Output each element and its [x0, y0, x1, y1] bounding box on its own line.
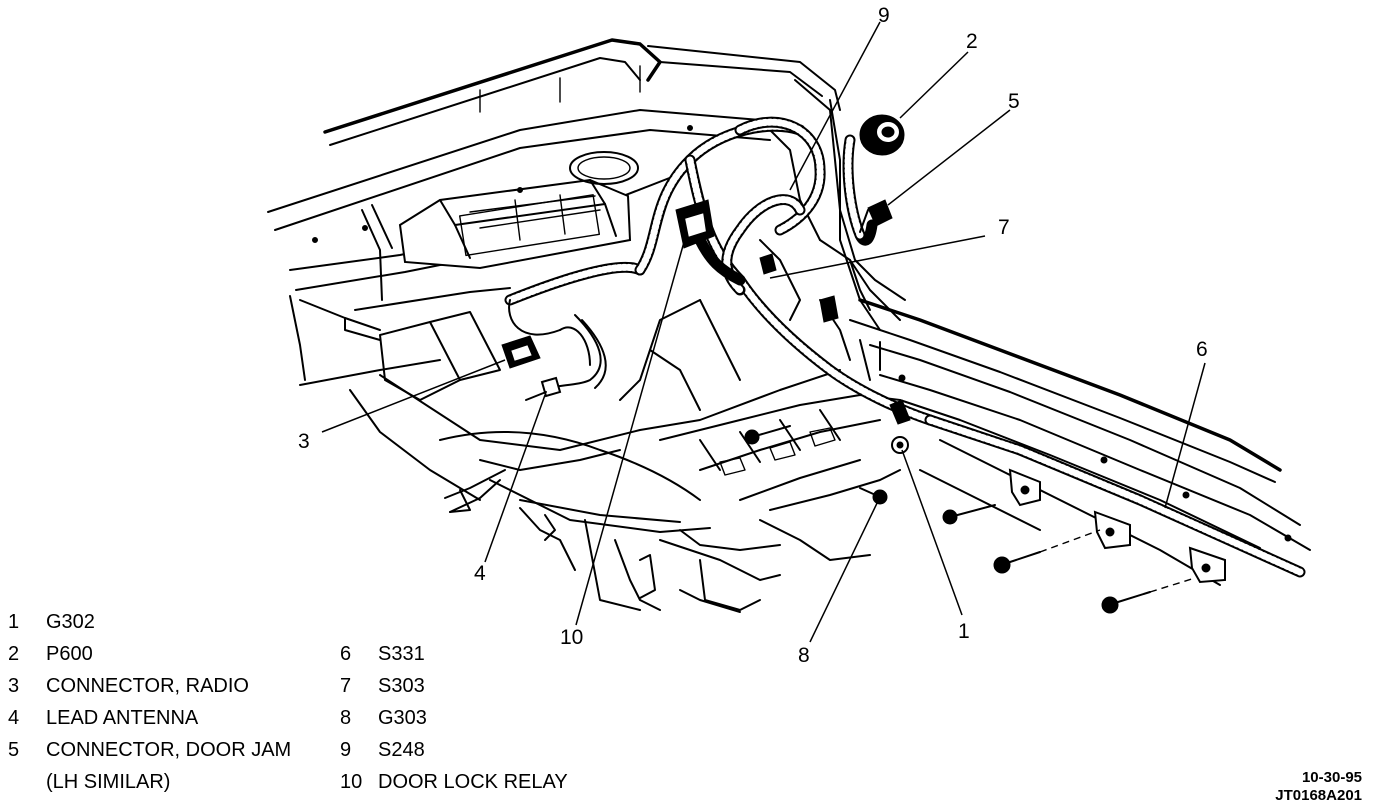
door-jam-connector: [859, 199, 893, 233]
callout-5: 5: [1008, 90, 1020, 113]
leader-lines: [321, 21, 1206, 643]
legend-num: 1: [8, 611, 19, 633]
callout-6: 6: [1196, 338, 1208, 361]
stamp-date: 10-30-95: [1302, 769, 1362, 786]
s303-splice: [759, 253, 777, 275]
legend-num: 3: [8, 675, 19, 697]
drawing-stamp: 10-30-95 JT0168A201: [1275, 769, 1362, 804]
legend-num: 9: [340, 739, 351, 761]
legend-num: 10: [340, 771, 362, 793]
legend-num: 2: [8, 643, 19, 665]
callout-9: 9: [878, 4, 890, 27]
callout-10: 10: [560, 626, 583, 649]
radio-connector: [501, 335, 541, 369]
legend: 1 G302 2 P600 3 CONNECTOR, RADIO 4 LEAD …: [8, 611, 568, 793]
legend-label: (LH SIMILAR): [46, 771, 170, 793]
wire-harness: [504, 116, 1306, 578]
legend-num: 6: [340, 643, 351, 665]
callout-7: 7: [998, 216, 1010, 239]
legend-label: P600: [46, 643, 93, 665]
legend-num: 4: [8, 707, 19, 729]
callout-numbers: 9 2 5 7 6 3 4 10 8 1: [298, 4, 1208, 667]
legend-num: 5: [8, 739, 19, 761]
antenna-lead-end: [525, 376, 562, 401]
callout-3: 3: [298, 430, 310, 453]
stamp-code: JT0168A201: [1275, 787, 1362, 804]
legend-label: S331: [378, 643, 425, 665]
g302-ground: [891, 436, 909, 454]
legend-label: LEAD ANTENNA: [46, 707, 199, 729]
p600-connector: [859, 114, 905, 156]
legend-num: 8: [340, 707, 351, 729]
legend-label: CONNECTOR, DOOR JAM: [46, 739, 291, 761]
legend-num: 7: [340, 675, 351, 697]
callout-1: 1: [958, 620, 970, 643]
legend-label: G302: [46, 611, 95, 633]
vehicle-body-lineart: [267, 38, 1311, 613]
legend-label: S248: [378, 739, 425, 761]
callout-4: 4: [474, 562, 486, 585]
g303-ground: [859, 487, 888, 505]
legend-label: S303: [378, 675, 425, 697]
legend-label: G303: [378, 707, 427, 729]
callout-2: 2: [966, 30, 978, 53]
floor-bolts: [744, 425, 1196, 614]
components: [501, 114, 1196, 614]
callout-8: 8: [798, 644, 810, 667]
legend-label: DOOR LOCK RELAY: [378, 771, 568, 793]
legend-label: CONNECTOR, RADIO: [46, 675, 249, 697]
